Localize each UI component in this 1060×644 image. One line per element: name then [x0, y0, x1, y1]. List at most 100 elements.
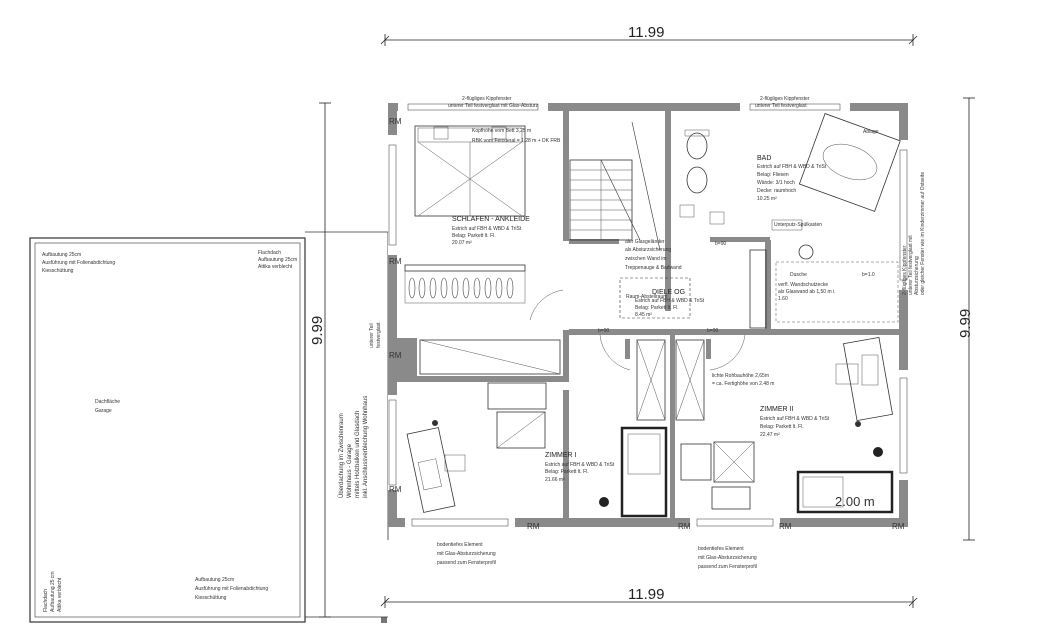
bad-ablage: Ablage [863, 129, 879, 135]
room-name-schlafen: SCHLAFEN - ANKLEIDE [452, 216, 530, 223]
garage-note-b-1: Aufbautung 25cm [195, 577, 234, 583]
right-note-4: oder gleicher Fenster wie im Kinderzimme… [920, 172, 926, 295]
height-note-2: = ca. Fertighöhe von 2.48 m [712, 381, 774, 387]
bad-note-5: 10.25 m² [757, 196, 777, 202]
bottom-left-note-3: passend zum Fensterprofil [437, 560, 496, 566]
garage-note-tr-1: Flachdach [258, 250, 281, 256]
bottom-right-note-3: passend zum Fensterprofil [698, 564, 757, 570]
dimension-right: 9.99 [957, 97, 975, 541]
dimension-left: 9.99 [309, 102, 331, 618]
zimmer2-note-3: 22.47 m² [760, 432, 780, 438]
dimension-bottom-label: 11.99 [628, 586, 664, 603]
zimmer1-note-3: 21.66 m² [545, 477, 565, 483]
bottom-notes: bodentiefes Element mit Glas-Absturzsich… [437, 542, 757, 570]
bottom-right-note-2: mit Glas-Absturzsicherung [698, 555, 757, 561]
dimension-top: 11.99 [380, 24, 918, 46]
window-note-tr-1: 2-flügliges Kippfenster [760, 96, 810, 102]
rm-label: RM [527, 522, 540, 531]
schlafen-note-2: Belag: Parkett lt. Fl. [452, 233, 496, 239]
garage-note-b-2: Ausführung mit Folienabdichtung [195, 586, 268, 592]
shower-label: Dusche [790, 272, 807, 278]
rm-label: RM [389, 257, 402, 266]
bed-note-2: RBK vom Fensteral = 1,28 m + DK FRB [472, 138, 561, 144]
bed-dimension: 2.00 m [835, 494, 875, 509]
dimension-top-label: 11.99 [628, 24, 664, 41]
fixed-glazing-2: festverglast [376, 322, 382, 348]
canopy-note-3: mittels Holzbalken und Glasdach [355, 411, 361, 498]
door-b90-b: b=90 [715, 241, 726, 247]
glass-note-3: zwischen Wand im [625, 256, 667, 262]
glass-note-2: als Absturzsicherung [625, 247, 671, 253]
outer-walls [388, 103, 908, 527]
rm-label: RM [892, 522, 905, 531]
rm-labels: RM RM RM RM RM RM RM RM [389, 117, 905, 531]
room-diele: aler Glasgeländer als Absturzsicherung z… [529, 121, 746, 371]
garage-note-tl-3: Kiesschüttung [42, 268, 74, 274]
wall-note-3: 1.60 [778, 296, 788, 302]
garage-vert-2: Aufbautung 25 cm [50, 571, 56, 612]
garage-note-tl-1: Aufbautung 25cm [42, 252, 81, 258]
glass-note-4: Treppenauge & Badwand [625, 265, 682, 271]
room-schlafen: Kopfhöhe vom Bett 3,25 m RBK vom Fenster… [404, 125, 561, 375]
bad-note-4: Decke: raumhoch [757, 188, 796, 194]
rm-label: RM [779, 522, 792, 531]
dimension-bottom: 11.99 [380, 586, 918, 608]
rm-label: RM [389, 351, 402, 360]
garage-note-tl-2: Ausführung mit Folienabdichtung [42, 260, 115, 266]
room-zimmer-1: ZIMMER I Estrich auf FBH & WBD & TriSt B… [406, 339, 705, 518]
zimmer2-note-2: Belag: Parkett lt. Fl. [760, 424, 804, 430]
dimension-left-label: 9.99 [309, 316, 326, 345]
interior-walls [397, 111, 899, 520]
window-note-tl-1: 2-flügliges Kippfenster [462, 96, 512, 102]
bottom-left-note-2: mit Glas-Absturzsicherung [437, 551, 496, 557]
canopy-note-4: inkl. Anschlussverblechung Wohnhaus [363, 396, 369, 498]
canopy-note-1: Überdachung im Zwischenraum [338, 413, 345, 498]
schlafen-note-1: Estrich auf FBH & WBD & TriSt [452, 226, 522, 232]
canopy-note-2: Wohnhaus - Garage [347, 443, 353, 498]
right-note-2: unterer Teil festverglast mit [908, 235, 914, 295]
bad-note-2: Belag: Fliesen [757, 172, 789, 178]
garage-vert-3: Attika verblecht [57, 577, 63, 612]
wall-note-2: als Glaswand ab 1,50 m i. [778, 289, 836, 295]
schlafen-note-3: 20.07 m² [452, 240, 472, 246]
bottom-right-note-1: bodentiefes Element [698, 546, 744, 552]
bottom-left-note-1: bodentiefes Element [437, 542, 483, 548]
window-note-tr-2: unterer Teil festverglast [755, 103, 807, 109]
diele-note-3: 8.45 m² [635, 312, 652, 318]
room-name-bad: BAD [757, 155, 771, 162]
room-bad: Ablage BAD Estrich auf FBH & WBD & TriSt… [679, 113, 901, 329]
room-name-zimmer1: ZIMMER I [545, 452, 577, 459]
room-zimmer-2: lichte Rohbauhöhe 2,65m = ca. Fertighöhe… [680, 337, 894, 514]
garage-roof: Aufbautung 25cm Ausführung mit Folienabd… [29, 237, 387, 623]
diele-box-label: Raum-Abstellraum [626, 294, 667, 300]
bed-note-1: Kopfhöhe vom Bett 3,25 m [472, 128, 531, 134]
bad-note-3: Wände: 3/1 hoch [757, 180, 795, 186]
garage-center-2: Garage [95, 408, 112, 414]
zimmer1-note-2: Belag: Parkett lt. Fl. [545, 469, 589, 475]
zimmer2-note-1: Estrich auf FBH & WBD & TriSt [760, 416, 830, 422]
b-1-0: b=1.0 [862, 272, 875, 278]
window-note-tl-2: unterer Teil festverglast mit Glas-Abstu… [448, 103, 538, 109]
door-b90-c: b=90 [707, 328, 718, 334]
room-name-zimmer2: ZIMMER II [760, 406, 793, 413]
right-note-1: 2-flügliges Kippfenster [902, 245, 908, 295]
zimmer1-note-1: Estrich auf FBH & WBD & TriSt [545, 462, 615, 468]
right-note-3: Absturzsicherung [914, 256, 920, 295]
garage-center-1: Dachfläche [95, 399, 120, 405]
canopy-lines: Überdachung im Zwischenraum Wohnhaus - G… [305, 231, 389, 618]
garage-note-b-3: Kiesschüttung [195, 595, 227, 601]
garage-note-tr-2: Aufbautung 25cm [258, 257, 297, 263]
rm-label: RM [678, 522, 691, 531]
diele-note-2: Belag: Parkett lt. Fl. [635, 305, 679, 311]
height-note-1: lichte Rohbauhöhe 2,65m [712, 373, 769, 379]
room-name-diele: DIELE OG [652, 289, 685, 296]
garage-vert-1: Flachdach [43, 589, 49, 612]
wc-label: Unterputz-Spülkasten [774, 222, 822, 228]
dimension-right-label: 9.99 [957, 309, 974, 338]
glass-note-1: aler Glasgeländer [625, 239, 665, 245]
fixed-glazing-1: unterer Teil [369, 323, 375, 348]
door-b90-a: b=90 [598, 328, 609, 334]
rm-label: RM [389, 485, 402, 494]
rm-label: RM [389, 117, 402, 126]
